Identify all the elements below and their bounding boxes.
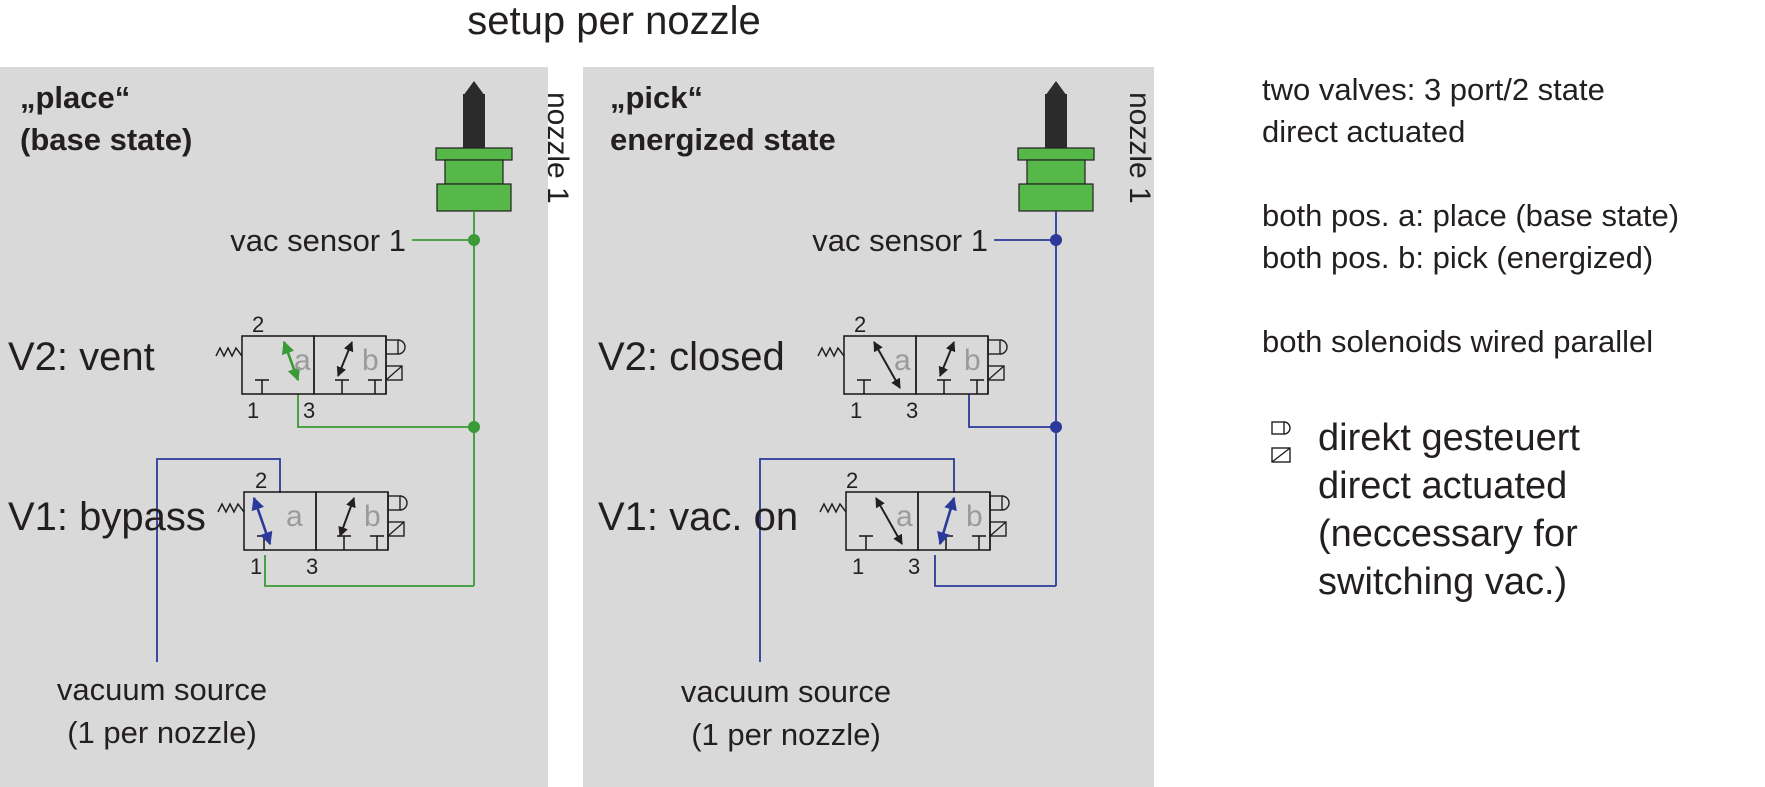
note-line2: direct actuated	[1262, 114, 1465, 149]
valve-v2-port-2: 2	[854, 312, 866, 337]
valve-v1-pos-a: a	[286, 500, 303, 533]
panel-place-heading-line1: „place“	[20, 80, 130, 115]
valve-v1-pos-b: b	[966, 500, 983, 533]
vacuum-source-line1: vacuum source	[57, 672, 267, 707]
legend-line1: direkt gesteuert	[1318, 417, 1580, 459]
legend-line4: switching vac.)	[1318, 561, 1567, 603]
note-line1: two valves: 3 port/2 state	[1262, 72, 1605, 107]
diagram-title: setup per nozzle	[467, 0, 761, 43]
nozzle-label: nozzle 1	[1123, 92, 1156, 204]
valve-v2-port-3: 3	[303, 398, 315, 423]
valve-v2-pos-b: b	[964, 344, 981, 377]
panel-place: „place“ (base state) nozzle 1 vac sensor…	[0, 67, 574, 787]
panel-place-heading-line2: (base state)	[20, 122, 192, 157]
vacuum-source-line2: (1 per nozzle)	[67, 715, 257, 750]
vac-sensor-label: vac sensor 1	[230, 223, 406, 258]
valve-v2-port-1: 1	[247, 398, 259, 423]
valve-v1: a b	[819, 491, 1010, 551]
nozzle-label: nozzle 1	[541, 92, 574, 204]
valve-v1-pos-b: b	[364, 500, 381, 533]
notes: two valves: 3 port/2 state direct actuat…	[1262, 72, 1679, 603]
valve-v2-pos-a: a	[294, 344, 311, 377]
note-line3: both pos. a: place (base state)	[1262, 198, 1679, 233]
valve-v2: a b	[817, 335, 1008, 395]
valve-v2: a b	[215, 335, 406, 395]
valve-v2-label: V2: closed	[598, 335, 785, 379]
valve-v2-port-3: 3	[906, 398, 918, 423]
valve-v1-port-2: 2	[846, 468, 858, 493]
note-line5: both solenoids wired parallel	[1262, 324, 1653, 359]
valve-v2-label: V2: vent	[8, 335, 155, 379]
valve-v1-pos-a: a	[896, 500, 913, 533]
valve-v1-port-1: 1	[852, 554, 864, 579]
valve-v1-port-1: 1	[250, 554, 262, 579]
panel-pick: „pick“ energized state nozzle 1 vac sens…	[583, 67, 1156, 787]
valve-v2-pos-b: b	[362, 344, 379, 377]
legend-line3: (neccessary for	[1318, 513, 1578, 555]
valve-v1-port-2: 2	[255, 468, 267, 493]
vacuum-source-line2: (1 per nozzle)	[691, 717, 881, 752]
solenoid-legend-icon	[1271, 421, 1291, 463]
valve-v1-port-3: 3	[306, 554, 318, 579]
vacuum-source-line1: vacuum source	[681, 674, 891, 709]
valve-v1-label: V1: vac. on	[598, 495, 798, 539]
note-line4: both pos. b: pick (energized)	[1262, 240, 1653, 275]
legend-line2: direct actuated	[1318, 465, 1567, 507]
valve-v2-port-1: 1	[850, 398, 862, 423]
valve-v1-label: V1: bypass	[8, 495, 206, 539]
vac-sensor-label: vac sensor 1	[812, 223, 988, 258]
panel-pick-heading-line2: energized state	[610, 122, 836, 157]
valve-v1-port-3: 3	[908, 554, 920, 579]
valve-v2-pos-a: a	[894, 344, 911, 377]
valve-v1: a b	[217, 491, 408, 551]
valve-v2-port-2: 2	[252, 312, 264, 337]
panel-pick-heading-line1: „pick“	[610, 80, 703, 115]
